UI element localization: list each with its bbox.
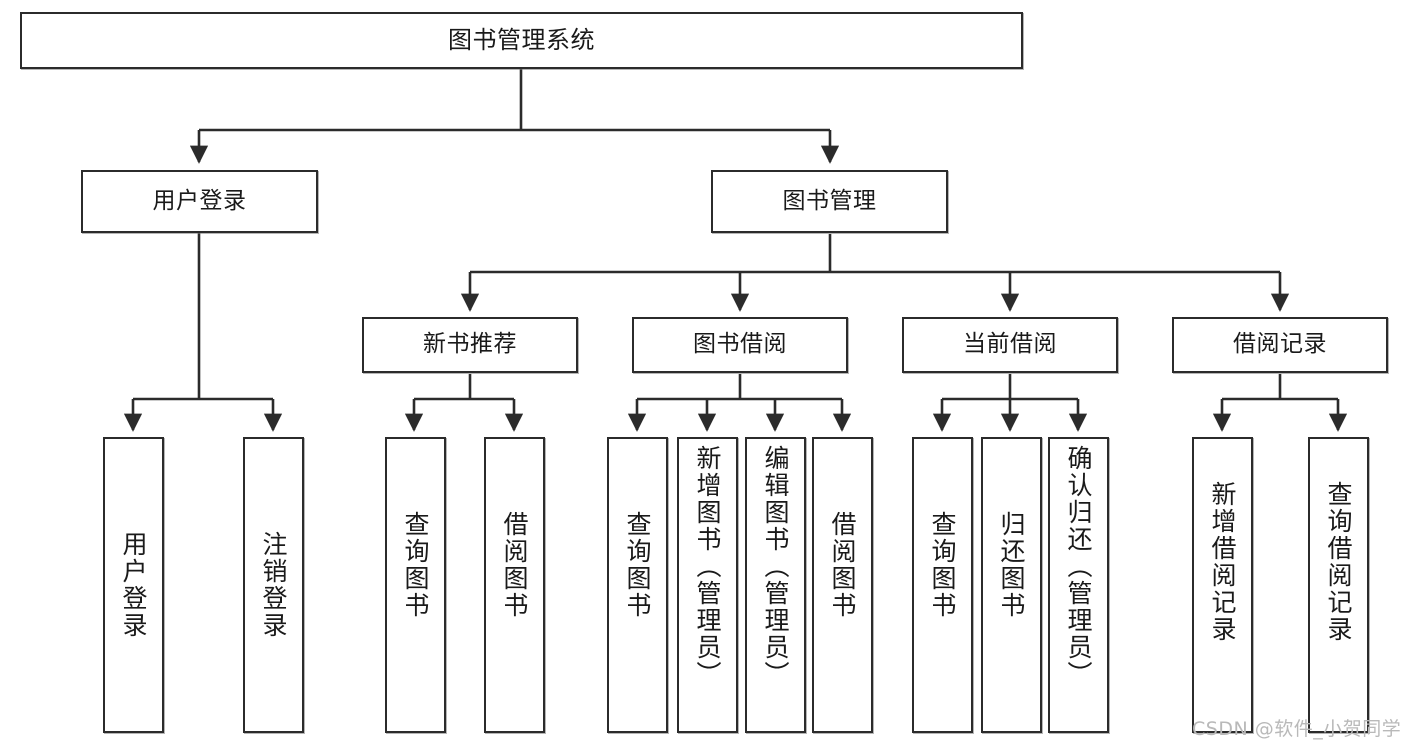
node-new-book-recommend[interactable]: 新书推荐: [362, 317, 578, 373]
node-label: 查询图书: [401, 511, 430, 619]
node-user-login[interactable]: 用户登录: [81, 170, 318, 233]
leaf-user-login[interactable]: 用户登录: [103, 437, 164, 733]
node-label: 当前借阅: [963, 331, 1057, 358]
leaf-query-borrow-record[interactable]: 查询借阅记录: [1308, 437, 1369, 733]
node-root-system[interactable]: 图书管理系统: [20, 12, 1023, 69]
leaf-logout-login[interactable]: 注销登录: [243, 437, 304, 733]
node-label: 用户登录: [119, 531, 148, 639]
leaf-return-book[interactable]: 归还图书: [981, 437, 1042, 733]
node-label: 注销登录: [259, 531, 288, 639]
node-label: 借阅记录: [1233, 331, 1327, 358]
node-label: 编辑图书（管理员）: [761, 445, 790, 688]
node-label: 用户登录: [152, 187, 247, 214]
csdn-watermark: CSDN @软件_小贺同学: [1192, 718, 1402, 740]
node-label: 图书借阅: [693, 331, 787, 358]
node-current-borrow[interactable]: 当前借阅: [902, 317, 1118, 373]
node-label: 新增借阅记录: [1208, 481, 1237, 643]
node-label: 归还图书: [997, 511, 1026, 619]
node-label: 借阅图书: [500, 511, 529, 619]
node-borrow-record[interactable]: 借阅记录: [1172, 317, 1388, 373]
leaf-borrow-book[interactable]: 借阅图书: [812, 437, 873, 733]
leaf-confirm-return[interactable]: 确认归还（管理员）: [1048, 437, 1109, 733]
node-label: 图书管理系统: [448, 26, 595, 55]
node-label: 查询借阅记录: [1324, 481, 1353, 643]
node-book-borrow[interactable]: 图书借阅: [632, 317, 848, 373]
node-label: 新增图书（管理员）: [693, 445, 722, 688]
leaf-borrow-book-recommend[interactable]: 借阅图书: [484, 437, 545, 733]
node-label: 图书管理: [782, 187, 877, 214]
node-label: 查询图书: [928, 511, 957, 619]
node-label: 借阅图书: [828, 511, 857, 619]
node-label: 查询图书: [623, 511, 652, 619]
leaf-edit-book[interactable]: 编辑图书（管理员）: [745, 437, 806, 733]
node-book-manage[interactable]: 图书管理: [711, 170, 948, 233]
leaf-add-borrow-record[interactable]: 新增借阅记录: [1192, 437, 1253, 733]
leaf-query-book-recommend[interactable]: 查询图书: [385, 437, 446, 733]
node-label: 确认归还（管理员）: [1064, 445, 1093, 688]
leaf-add-book[interactable]: 新增图书（管理员）: [677, 437, 738, 733]
leaf-query-book-current[interactable]: 查询图书: [912, 437, 973, 733]
node-label: 新书推荐: [423, 331, 517, 358]
leaf-query-book-borrow[interactable]: 查询图书: [607, 437, 668, 733]
